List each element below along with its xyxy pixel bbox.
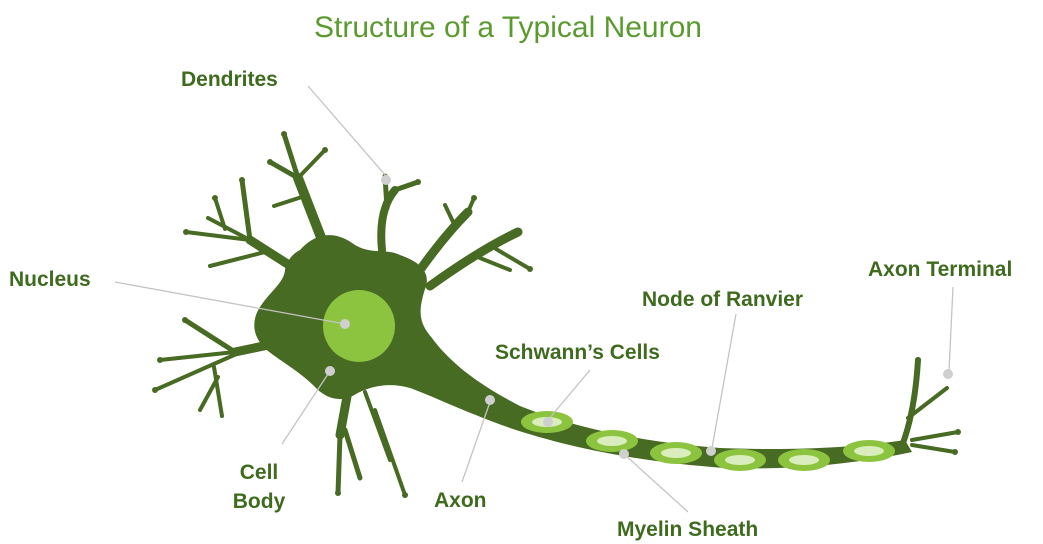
label-axon: Axon xyxy=(434,489,487,512)
label-node-of-ranvier: Node of Ranvier xyxy=(642,288,803,311)
label-dendrites: Dendrites xyxy=(181,68,278,91)
nucleus xyxy=(323,290,395,362)
label-cell: Cell xyxy=(240,461,279,484)
label-axon-terminal: Axon Terminal xyxy=(868,258,1012,281)
label-myelin-sheath: Myelin Sheath xyxy=(617,518,758,541)
label-body: Body xyxy=(233,490,286,513)
label-nucleus: Nucleus xyxy=(9,268,91,291)
label-schwanns-cells: Schwann’s Cells xyxy=(495,341,660,364)
diagram-title: Structure of a Typical Neuron xyxy=(314,11,702,44)
